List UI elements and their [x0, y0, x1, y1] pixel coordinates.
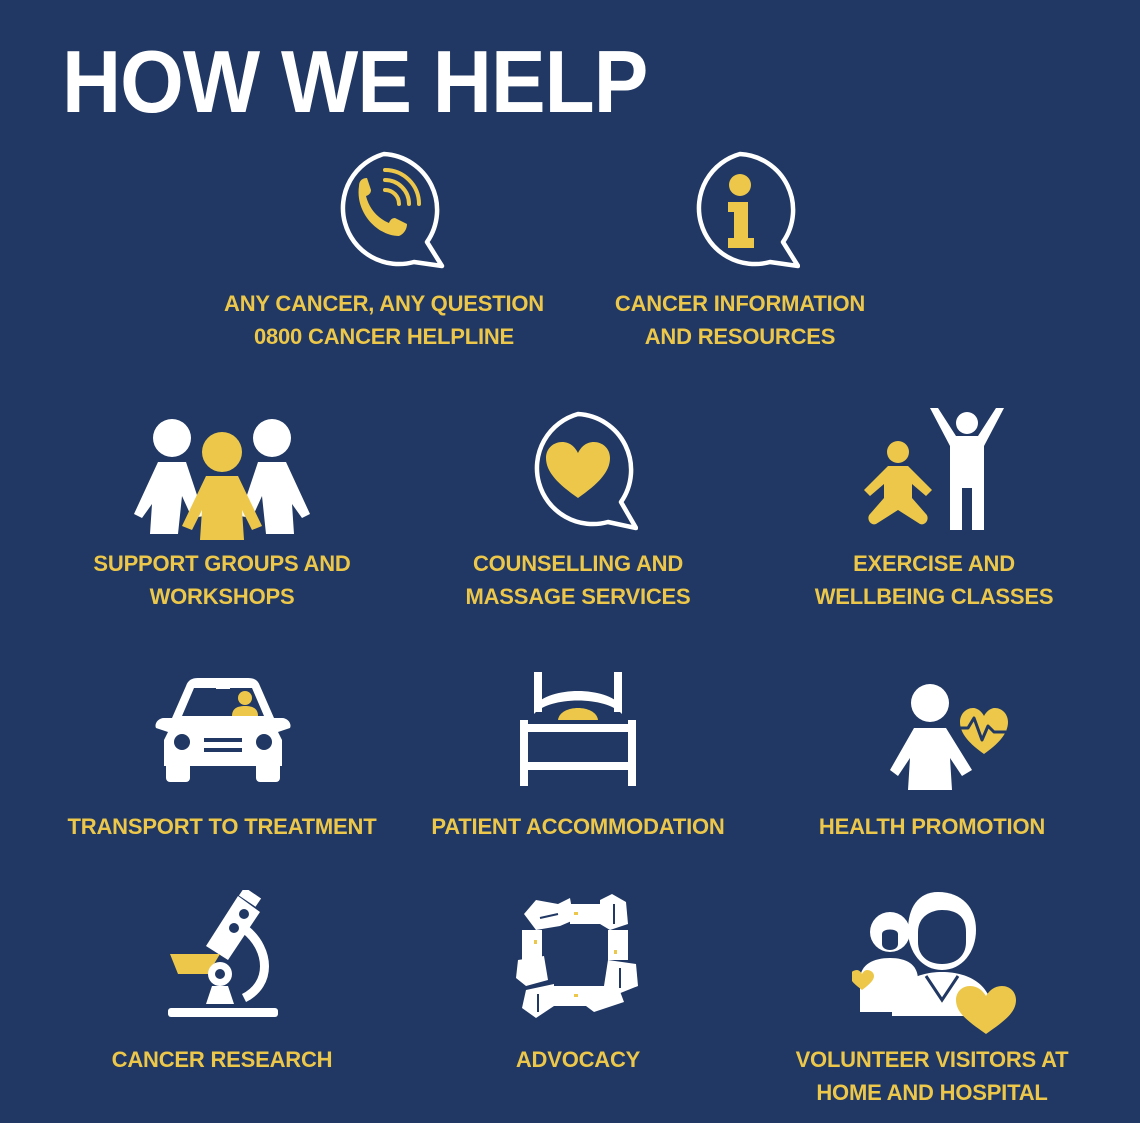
- person-heartbeat-icon: [890, 682, 1012, 792]
- microscope-icon: [168, 890, 278, 1020]
- service-label: CANCER INFORMATION AND RESOURCES: [550, 287, 930, 353]
- label-line: 0800 CANCER HELPLINE: [253, 324, 515, 349]
- label-line: AND RESOURCES: [644, 324, 836, 349]
- service-label: ANY CANCER, ANY QUESTION 0800 CANCER HEL…: [194, 287, 574, 353]
- service-exercise: EXERCISE AND WELLBEING CLASSES: [744, 408, 1124, 613]
- car-icon: [152, 676, 294, 782]
- label-line: HOME AND HOSPITAL: [816, 1080, 1048, 1105]
- service-label: TRANSPORT TO TREATMENT: [32, 810, 412, 843]
- service-label: COUNSELLING AND MASSAGE SERVICES: [388, 547, 768, 613]
- label-line: ADVOCACY: [515, 1047, 641, 1072]
- bed-icon: [520, 670, 636, 786]
- service-volunteers: VOLUNTEER VISITORS AT HOME AND HOSPITAL: [742, 890, 1122, 1110]
- info-speech-bubble-icon: [680, 150, 800, 270]
- label-line: COUNSELLING AND: [472, 551, 684, 576]
- heart-speech-bubble-icon: [518, 410, 638, 532]
- label-line: CANCER RESEARCH: [111, 1047, 333, 1072]
- service-label: ADVOCACY: [388, 1043, 768, 1076]
- service-advocacy: ADVOCACY: [388, 890, 768, 1090]
- label-line: PATIENT ACCOMMODATION: [431, 814, 725, 839]
- service-label: SUPPORT GROUPS AND WORKSHOPS: [32, 547, 412, 613]
- label-line: TRANSPORT TO TREATMENT: [67, 814, 377, 839]
- label-line: WORKSHOPS: [149, 584, 295, 609]
- service-label: HEALTH PROMOTION: [742, 810, 1122, 843]
- service-helpline: ANY CANCER, ANY QUESTION 0800 CANCER HEL…: [194, 150, 574, 350]
- service-label: EXERCISE AND WELLBEING CLASSES: [744, 547, 1124, 613]
- service-health-promotion: HEALTH PROMOTION: [742, 670, 1122, 850]
- label-line: CANCER INFORMATION: [614, 291, 866, 316]
- page-title: HOW WE HELP: [62, 32, 648, 131]
- label-line: ANY CANCER, ANY QUESTION: [224, 291, 544, 316]
- label-line: EXERCISE AND: [853, 551, 1015, 576]
- label-line: SUPPORT GROUPS AND: [93, 551, 351, 576]
- label-line: VOLUNTEER VISITORS AT: [795, 1047, 1069, 1072]
- volunteer-visitors-icon: [852, 890, 1018, 1034]
- phone-speech-bubble-icon: [323, 150, 445, 270]
- label-line: HEALTH PROMOTION: [818, 814, 1046, 839]
- service-transport: TRANSPORT TO TREATMENT: [32, 670, 412, 850]
- service-counselling: COUNSELLING AND MASSAGE SERVICES: [388, 410, 768, 610]
- label-line: WELLBEING CLASSES: [814, 584, 1054, 609]
- service-support-groups: SUPPORT GROUPS AND WORKSHOPS: [32, 410, 412, 610]
- service-research: CANCER RESEARCH: [32, 890, 412, 1090]
- group-of-people-icon: [132, 418, 312, 540]
- exercise-people-icon: [860, 406, 1008, 530]
- service-information: CANCER INFORMATION AND RESOURCES: [550, 150, 930, 350]
- label-line: MASSAGE SERVICES: [465, 584, 691, 609]
- service-accommodation: PATIENT ACCOMMODATION: [388, 670, 768, 850]
- service-label: PATIENT ACCOMMODATION: [388, 810, 768, 843]
- linked-hands-icon: [514, 890, 640, 1020]
- service-label: CANCER RESEARCH: [32, 1043, 412, 1076]
- service-label: VOLUNTEER VISITORS AT HOME AND HOSPITAL: [742, 1043, 1122, 1109]
